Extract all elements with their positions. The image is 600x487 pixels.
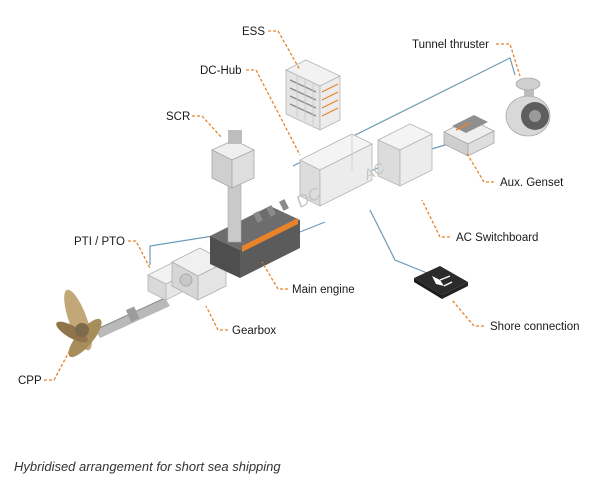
label-pti-pto: PTI / PTO [74, 236, 125, 248]
label-ac-switchboard: AC Switchboard [456, 232, 538, 244]
component-labels: ESS DC-Hub Tunnel thruster SCR Aux. Gens… [18, 26, 580, 387]
leader-lines [44, 30, 521, 381]
system-diagram: DC AC [18, 26, 580, 387]
aux-genset [443, 115, 495, 157]
label-aux-genset: Aux. Genset [500, 177, 564, 189]
label-dc-hub: DC-Hub [200, 65, 242, 77]
label-main-engine: Main engine [292, 284, 355, 296]
ess-battery [285, 59, 341, 131]
label-tunnel-thruster: Tunnel thruster [412, 39, 489, 51]
ac-switchboard-cabinet: AC [362, 123, 433, 187]
label-shore-connection: Shore connection [490, 321, 580, 333]
tunnel-thruster [505, 77, 551, 137]
scr-unit [211, 130, 255, 243]
dc-hub-cabinet: DC [295, 133, 373, 212]
figure-caption: Hybridised arrangement for short sea shi… [14, 459, 281, 474]
propeller-shaft [94, 297, 170, 338]
main-engine [210, 199, 300, 278]
cpp-propeller [56, 289, 102, 358]
plug-icon [432, 275, 453, 287]
label-cpp: CPP [18, 375, 42, 387]
label-gearbox: Gearbox [232, 325, 276, 337]
label-ess: ESS [242, 26, 265, 38]
label-scr: SCR [166, 111, 190, 123]
shore-connection-box [414, 266, 468, 299]
